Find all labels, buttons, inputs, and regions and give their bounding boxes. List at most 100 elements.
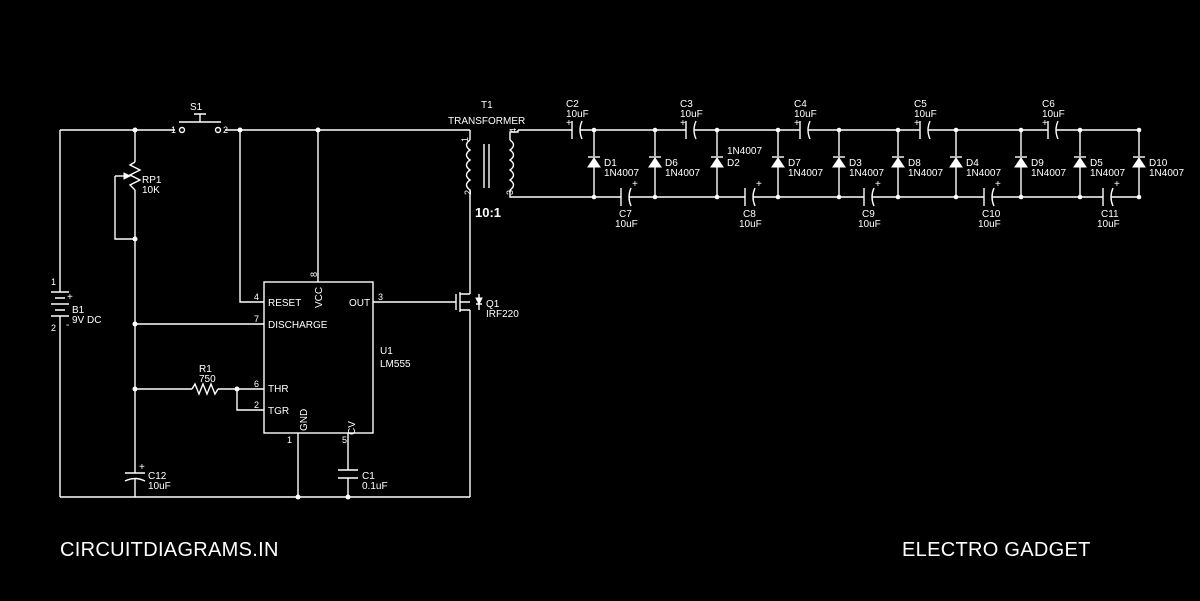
switch-pin2: 2 <box>223 125 228 135</box>
diode-body <box>587 157 601 168</box>
diode-body <box>1132 157 1146 168</box>
transformer-ref: T1 <box>481 100 493 111</box>
battery-pin1: 1 <box>51 277 56 287</box>
pin-out-label: OUT <box>349 298 370 309</box>
diode-value: 1N4007 <box>727 146 762 157</box>
pin-tgr-label: TGR <box>268 406 289 417</box>
c12-ref: C12 <box>148 471 167 482</box>
cap-polarity: + <box>1042 118 1048 129</box>
transformer-label: TRANSFORMER <box>448 116 525 127</box>
cap-value: 10uF <box>978 219 1001 230</box>
cap-plate <box>1110 187 1114 207</box>
diode-ref: D5 <box>1090 158 1103 169</box>
cap-plate <box>1055 120 1059 140</box>
pin-reset-label: RESET <box>268 298 301 309</box>
transformer-pin4: 4 <box>508 128 518 133</box>
c1-value: 0.1uF <box>362 481 388 492</box>
cap-polarity: + <box>875 179 881 190</box>
cap-value: 10uF <box>794 109 817 120</box>
diode-value: 1N4007 <box>604 168 639 179</box>
transformer-pin2: 2 <box>463 190 473 195</box>
cap-ref: C7 <box>619 209 632 220</box>
transformer-pin3: 3 <box>505 190 515 195</box>
mosfet-q1: Q1 IRF220 <box>455 292 519 320</box>
junction-dot <box>895 194 901 200</box>
cap-polarity: + <box>1114 179 1120 190</box>
diode-ref: D9 <box>1031 158 1044 169</box>
battery-pin2: 2 <box>51 323 56 333</box>
cap-polarity: + <box>680 118 686 129</box>
diode-body <box>891 157 905 168</box>
pin-gnd-label: GND <box>299 409 310 431</box>
transformer-t1: T1 TRANSFORMER 10:1 1 2 3 4 <box>448 100 525 220</box>
pin-thr-label: THR <box>268 384 289 395</box>
junction-dot <box>714 194 720 200</box>
diode-body <box>1073 157 1087 168</box>
potentiometer-rp1: RP1 10K <box>114 161 162 240</box>
power-rails <box>59 129 471 498</box>
battery-b1: 1 2 + - B1 9V DC <box>51 277 101 333</box>
pin-reset-num: 4 <box>254 292 259 302</box>
diode-body <box>832 157 846 168</box>
diode-value: 1N4007 <box>788 168 823 179</box>
cap-plate <box>579 120 583 140</box>
junction-dot <box>775 127 781 133</box>
cap-ref: C10 <box>982 209 1001 220</box>
junction-dot <box>591 127 597 133</box>
diode-ref: D10 <box>1149 158 1168 169</box>
junction-dot <box>652 194 658 200</box>
resistor-ref: R1 <box>199 364 212 375</box>
cap-plate <box>807 120 811 140</box>
cap-plate <box>927 120 931 140</box>
diode-value: 1N4007 <box>1031 168 1066 179</box>
diode-body <box>949 157 963 168</box>
pin-gnd-num: 1 <box>287 435 292 445</box>
ic-ref: U1 <box>380 346 393 357</box>
cap-plate <box>991 187 995 207</box>
diode-body <box>710 157 724 168</box>
diode-ref: D8 <box>908 158 921 169</box>
pin-cv-num: 5 <box>342 435 347 445</box>
cap-value: 10uF <box>566 109 589 120</box>
diode-body <box>1014 157 1028 168</box>
pin-vcc-label: VCC <box>314 287 325 308</box>
cap-plate <box>871 187 875 207</box>
capacitor-c12: + C12 10uF <box>124 462 171 492</box>
battery-value: 9V DC <box>72 315 101 326</box>
junction-dot <box>1018 194 1024 200</box>
cap-ref: C5 <box>914 99 927 110</box>
cap-plate <box>628 187 632 207</box>
diode-value: 1N4007 <box>1149 168 1184 179</box>
switch-ref: S1 <box>190 102 203 113</box>
diode-ref: D2 <box>727 158 740 169</box>
switch-s1: S1 1 2 <box>171 102 228 135</box>
pin-cv-label: CV <box>347 421 358 435</box>
brand-left: CIRCUITDIAGRAMS.IN <box>60 539 279 561</box>
c12-plus: + <box>139 462 145 473</box>
junction-dot <box>1077 127 1083 133</box>
junction-dot <box>953 194 959 200</box>
cap-value: 10uF <box>739 219 762 230</box>
diode-ref: D4 <box>966 158 979 169</box>
cap-ref: C11 <box>1101 209 1119 220</box>
cap-ref: C9 <box>862 209 875 220</box>
pot-value: 10K <box>142 185 160 196</box>
diode-ref: D1 <box>604 158 617 169</box>
diode-value: 1N4007 <box>908 168 943 179</box>
battery-plus: + <box>67 292 73 303</box>
pot-ref: RP1 <box>142 175 162 186</box>
junction-dot <box>1136 127 1142 133</box>
